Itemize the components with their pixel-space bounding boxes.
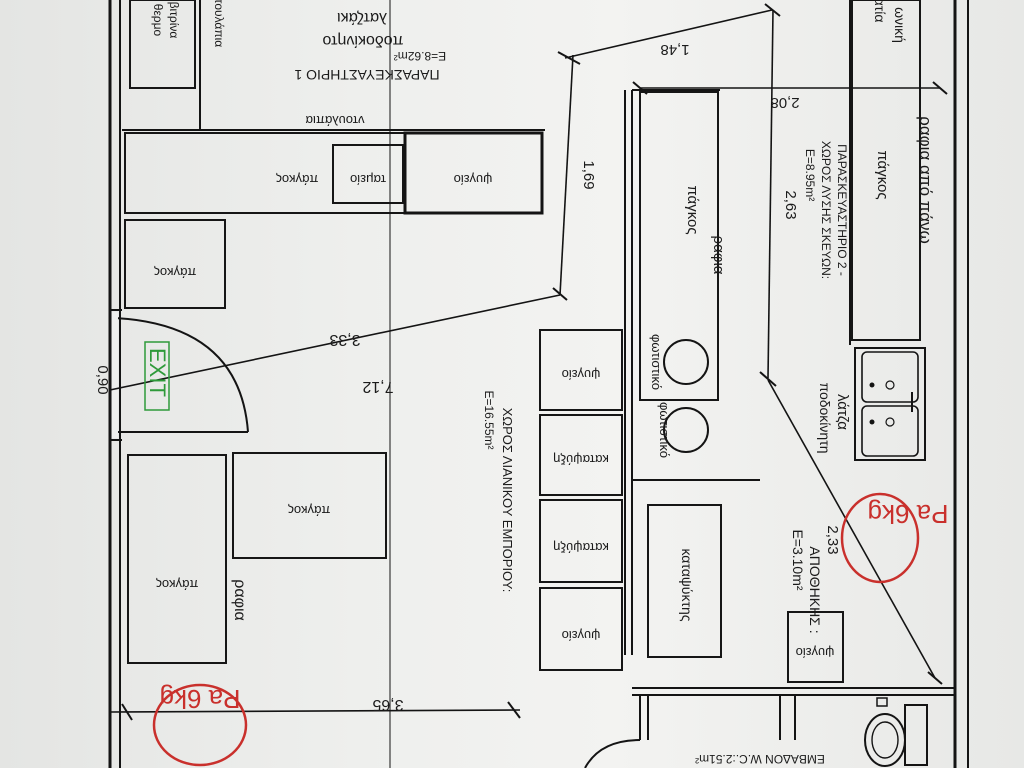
dim-090: 0,90 — [94, 365, 111, 394]
light-fixture-2 — [663, 407, 709, 453]
retail-area: E=16.55m² — [482, 390, 496, 449]
pagkos-right-label: πάγκος — [874, 150, 891, 199]
dim-line-365 — [109, 709, 521, 713]
double-sink-icon — [854, 347, 926, 461]
pagkos-rafia-left-label: πάγκος — [156, 577, 199, 592]
rafia-above-label: ραφια από πάνω — [916, 116, 935, 244]
exit-label: EXIT — [145, 348, 170, 397]
fotistiko-1-label: φωτιστικό — [649, 334, 664, 390]
dim-208: 2,08 — [770, 94, 799, 111]
partial-top-label: ωνική — [892, 7, 908, 43]
psygeio-prep1 — [403, 131, 544, 215]
dim-line-169 — [559, 54, 574, 296]
dim-line-333 — [109, 294, 561, 391]
psygeio-1 — [539, 329, 623, 411]
pagkos-middle — [232, 452, 387, 559]
psygeio-storage-label: ψυγείο — [796, 645, 835, 660]
pagkos-middle-label: πάγκος — [288, 503, 331, 518]
entrance-door — [112, 312, 249, 438]
walls — [108, 0, 969, 768]
katapsyktis-box — [647, 504, 722, 658]
retail-title: ΧΩΡΟΣ ΛΙΑΝΙΚΟΥ ΕΜΠΟΡΙΟΥ: — [500, 408, 515, 593]
latza-note-label: ποδοκίνητη — [817, 382, 833, 453]
exit-sign: EXIT — [144, 341, 170, 411]
dim-233: 2,33 — [824, 525, 841, 554]
dim-365: 3,65 — [372, 696, 403, 713]
pagkos-left — [124, 219, 226, 309]
dim-333: 3,33 — [329, 331, 360, 348]
thermo-label: θερμο — [151, 4, 165, 37]
katapsyxi-1 — [539, 414, 623, 496]
tameio-box — [332, 144, 404, 204]
stamp-text-1: Pa 6kg — [868, 499, 949, 529]
katapsyktis-label: καταψύκτης — [679, 548, 695, 621]
prep2-sub: ΧΩΡΟΣ ΛΥΣΗΣ ΣΚΕΥΩΝ: — [819, 141, 833, 279]
psygeio-2-label: ψυγείο — [562, 628, 601, 643]
dim-line-263 — [767, 9, 774, 379]
door-swing-arc — [114, 317, 249, 433]
stamp-top-right: Pa 6kg — [840, 492, 949, 584]
katapsyxi-2 — [539, 499, 623, 583]
fixtures — [124, 0, 921, 683]
prep1-sink: λατζάκι — [337, 9, 387, 26]
dimension-lines — [109, 0, 940, 768]
psygeio-2 — [539, 587, 623, 671]
ntoulapia-label: ντουλάπια — [305, 113, 364, 128]
psygeio-storage — [787, 611, 844, 683]
dim-line-233 — [767, 379, 936, 679]
dim-line-148 — [564, 9, 773, 59]
fotistiko-2-label: φωτιστικό — [657, 402, 672, 458]
labels: ΠΑΡΑΣΚΕΥΑΣΤΗΡΙΟ 1 E=8.62m² λατζάκι ποδοκ… — [94, 0, 935, 766]
prep1-title: ΠΑΡΑΣΚΕΥΑΣΤΗΡΙΟ 1 — [294, 67, 439, 83]
rafia-prep2-label: ραφια — [710, 236, 727, 275]
pagkos-prep2-label: πάγκος — [684, 185, 701, 234]
stamp-text-2: Pa 6kg — [160, 684, 241, 714]
dim-712: 7,12 — [362, 378, 393, 395]
dim-263: 2,63 — [782, 190, 799, 219]
toilet-icon — [864, 697, 928, 767]
ntoulapia-top-label: ντουλάπια — [212, 0, 226, 47]
prep1-area: E=8.62m² — [394, 49, 446, 63]
tameio-label: ταμείο — [350, 172, 386, 187]
wc-door-arc — [584, 739, 641, 768]
prep2-area: E=8.95m² — [803, 149, 817, 201]
storage-title: ΑΠΟΘΗΚΗΣ : — [807, 546, 823, 633]
dimension-ticks — [121, 3, 948, 721]
pagkos-left-label: πάγκος — [154, 265, 197, 280]
vitrina-label: βιτρίνα — [167, 2, 181, 39]
prep2-title: ΠΑΡΑΣΚΕΥΑΣΤΗΡΙΟ 2 - — [835, 144, 849, 276]
pagkos-prep1-label: πάγκος — [276, 172, 319, 187]
rafia-left-label: ραφια — [231, 579, 248, 621]
pagkos-rafia-right — [851, 0, 921, 341]
pagkos-rafia-prep2 — [639, 91, 719, 401]
dim-148: 1,48 — [660, 41, 689, 58]
katapsyxi-2-label: καταψύξη — [553, 540, 609, 555]
psygeio-prep1-label: ψυγείο — [454, 172, 493, 187]
psygeio-1-label: ψυγείο — [562, 367, 601, 382]
stamp-bottom-left: Pa 6kg — [152, 683, 248, 767]
partial-top2-label: ατία — [872, 0, 888, 22]
latza-label: λάτζα — [834, 394, 851, 430]
wc-title: ΕΜΒΑΔΟΝ W.C.:2.51m² — [695, 752, 825, 766]
prep1-sink-note: ποδοκίνητο — [322, 32, 403, 49]
dim-169: 1,69 — [580, 160, 597, 189]
storage-area: E=3.10m² — [790, 529, 806, 590]
light-fixture-1 — [663, 339, 709, 385]
thermo-vitrina-box — [129, 0, 196, 89]
pagkos-rafia-left — [127, 454, 227, 664]
katapsyxi-1-label: καταψύξη — [553, 452, 609, 467]
